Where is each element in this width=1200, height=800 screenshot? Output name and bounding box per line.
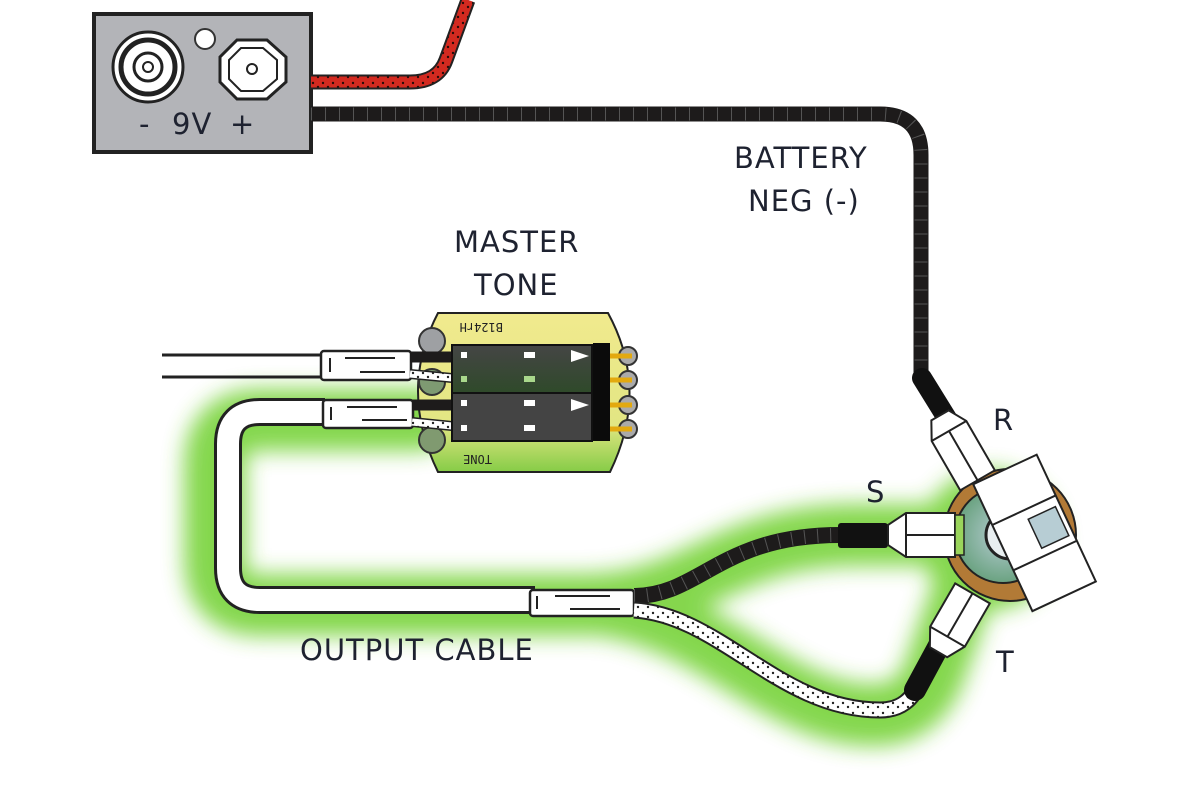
battery-pos-symbol: + — [230, 107, 255, 141]
master-tone-label-line1: MASTER — [454, 225, 579, 259]
jack-ring-label: R — [993, 403, 1014, 437]
battery-indicator-dot — [194, 28, 216, 50]
ring-lug — [930, 409, 997, 492]
master-tone-label-line2: TONE — [473, 268, 559, 302]
battery-positive-terminal-icon — [218, 38, 288, 101]
sleeve-wire — [633, 527, 841, 604]
battery-neg-label-line1: BATTERY — [734, 141, 868, 175]
master-tone-pot: B124rH TONE — [409, 312, 638, 473]
battery-snap: - 9V + — [92, 12, 313, 154]
output-cable — [214, 398, 953, 719]
jack-sleeve-label: S — [866, 475, 885, 509]
input-cable — [162, 349, 413, 382]
pot-terminals — [610, 346, 638, 439]
sleeve-lug — [887, 512, 965, 558]
battery-negative-terminal-icon — [111, 30, 185, 104]
jack-tip-label: T — [995, 645, 1015, 679]
battery-neg-symbol: - — [139, 107, 150, 141]
pot-part-number: B124rH — [460, 320, 503, 334]
output-cable-label: OUTPUT CABLE — [300, 633, 534, 667]
tip-lug — [928, 581, 992, 659]
pot-board-label: TONE — [463, 452, 492, 466]
battery-voltage-label: 9V — [172, 107, 212, 141]
battery-neg-label-line2: NEG (-) — [748, 184, 860, 218]
output-jack — [887, 409, 1098, 659]
